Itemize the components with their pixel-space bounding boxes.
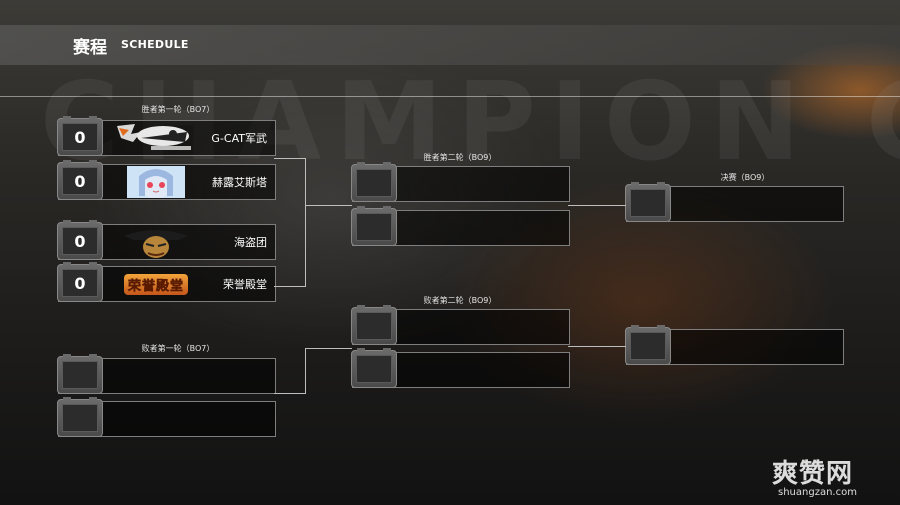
score-box bbox=[625, 325, 671, 365]
score-box: 0 bbox=[57, 116, 103, 156]
match-slot-empty[interactable] bbox=[57, 397, 276, 437]
bracket-connector bbox=[274, 393, 306, 394]
team-name: G-CAT军武 bbox=[211, 132, 267, 145]
score-box bbox=[57, 397, 103, 437]
bracket-connector bbox=[305, 205, 352, 206]
score-box bbox=[625, 182, 671, 222]
page-title: 赛程 bbox=[73, 38, 107, 58]
match-slot-empty[interactable] bbox=[625, 325, 844, 365]
site-url: shuangzan.com bbox=[778, 487, 857, 498]
match-slot-empty[interactable] bbox=[625, 182, 844, 222]
score-box: 0 bbox=[57, 160, 103, 200]
divider bbox=[0, 96, 900, 97]
match-slot-empty[interactable] bbox=[351, 162, 570, 202]
match-slot-empty[interactable] bbox=[351, 305, 570, 345]
score-box bbox=[351, 348, 397, 388]
pirate-logo-icon bbox=[107, 226, 205, 258]
score-box bbox=[351, 206, 397, 246]
team-name: 赫露艾斯塔 bbox=[212, 176, 267, 189]
bracket-connector bbox=[568, 346, 626, 347]
round-title-losers-r2: 败者第二轮（BO9） bbox=[423, 296, 497, 305]
round-title-winners-r2: 胜者第二轮（BO9） bbox=[423, 153, 497, 162]
match-slot-empty[interactable] bbox=[57, 354, 276, 394]
round-title-winners-r1: 胜者第一轮（BO7） bbox=[141, 105, 215, 114]
match-slot-empty[interactable] bbox=[351, 206, 570, 246]
team-name: 海盗团 bbox=[234, 236, 267, 249]
header-band bbox=[0, 25, 900, 65]
round-title-losers-r1: 败者第一轮（BO7） bbox=[141, 344, 215, 353]
match-slot-empty[interactable] bbox=[351, 348, 570, 388]
site-watermark: 爽赞网 bbox=[772, 459, 854, 489]
score-box: 0 bbox=[57, 262, 103, 302]
bracket-connector bbox=[305, 158, 306, 286]
bracket-connector bbox=[568, 205, 626, 206]
gcat-logo-icon bbox=[107, 122, 205, 154]
page-subtitle: SCHEDULE bbox=[121, 38, 189, 51]
bracket-connector bbox=[274, 158, 306, 159]
match-slot-pirates[interactable]: 0 海盗团 bbox=[57, 220, 276, 260]
match-slot-gcat[interactable]: 0 G-CAT军武 bbox=[57, 116, 276, 156]
round-title-final: 决赛（BO9） bbox=[720, 173, 770, 182]
score-box bbox=[351, 162, 397, 202]
score-box: 0 bbox=[57, 220, 103, 260]
bracket-connector bbox=[305, 348, 352, 349]
bracket-connector bbox=[305, 348, 306, 394]
match-slot-helosta[interactable]: 0 赫露艾斯塔 bbox=[57, 160, 276, 200]
score-box bbox=[351, 305, 397, 345]
bracket-connector bbox=[274, 286, 306, 287]
anime-girl-logo-icon bbox=[107, 166, 205, 198]
honor-hall-logo-icon: 荣誉殿堂 bbox=[107, 268, 205, 300]
score-box bbox=[57, 354, 103, 394]
match-slot-honor-hall[interactable]: 0 荣誉殿堂 荣誉殿堂 bbox=[57, 262, 276, 302]
team-name: 荣誉殿堂 bbox=[223, 278, 267, 291]
